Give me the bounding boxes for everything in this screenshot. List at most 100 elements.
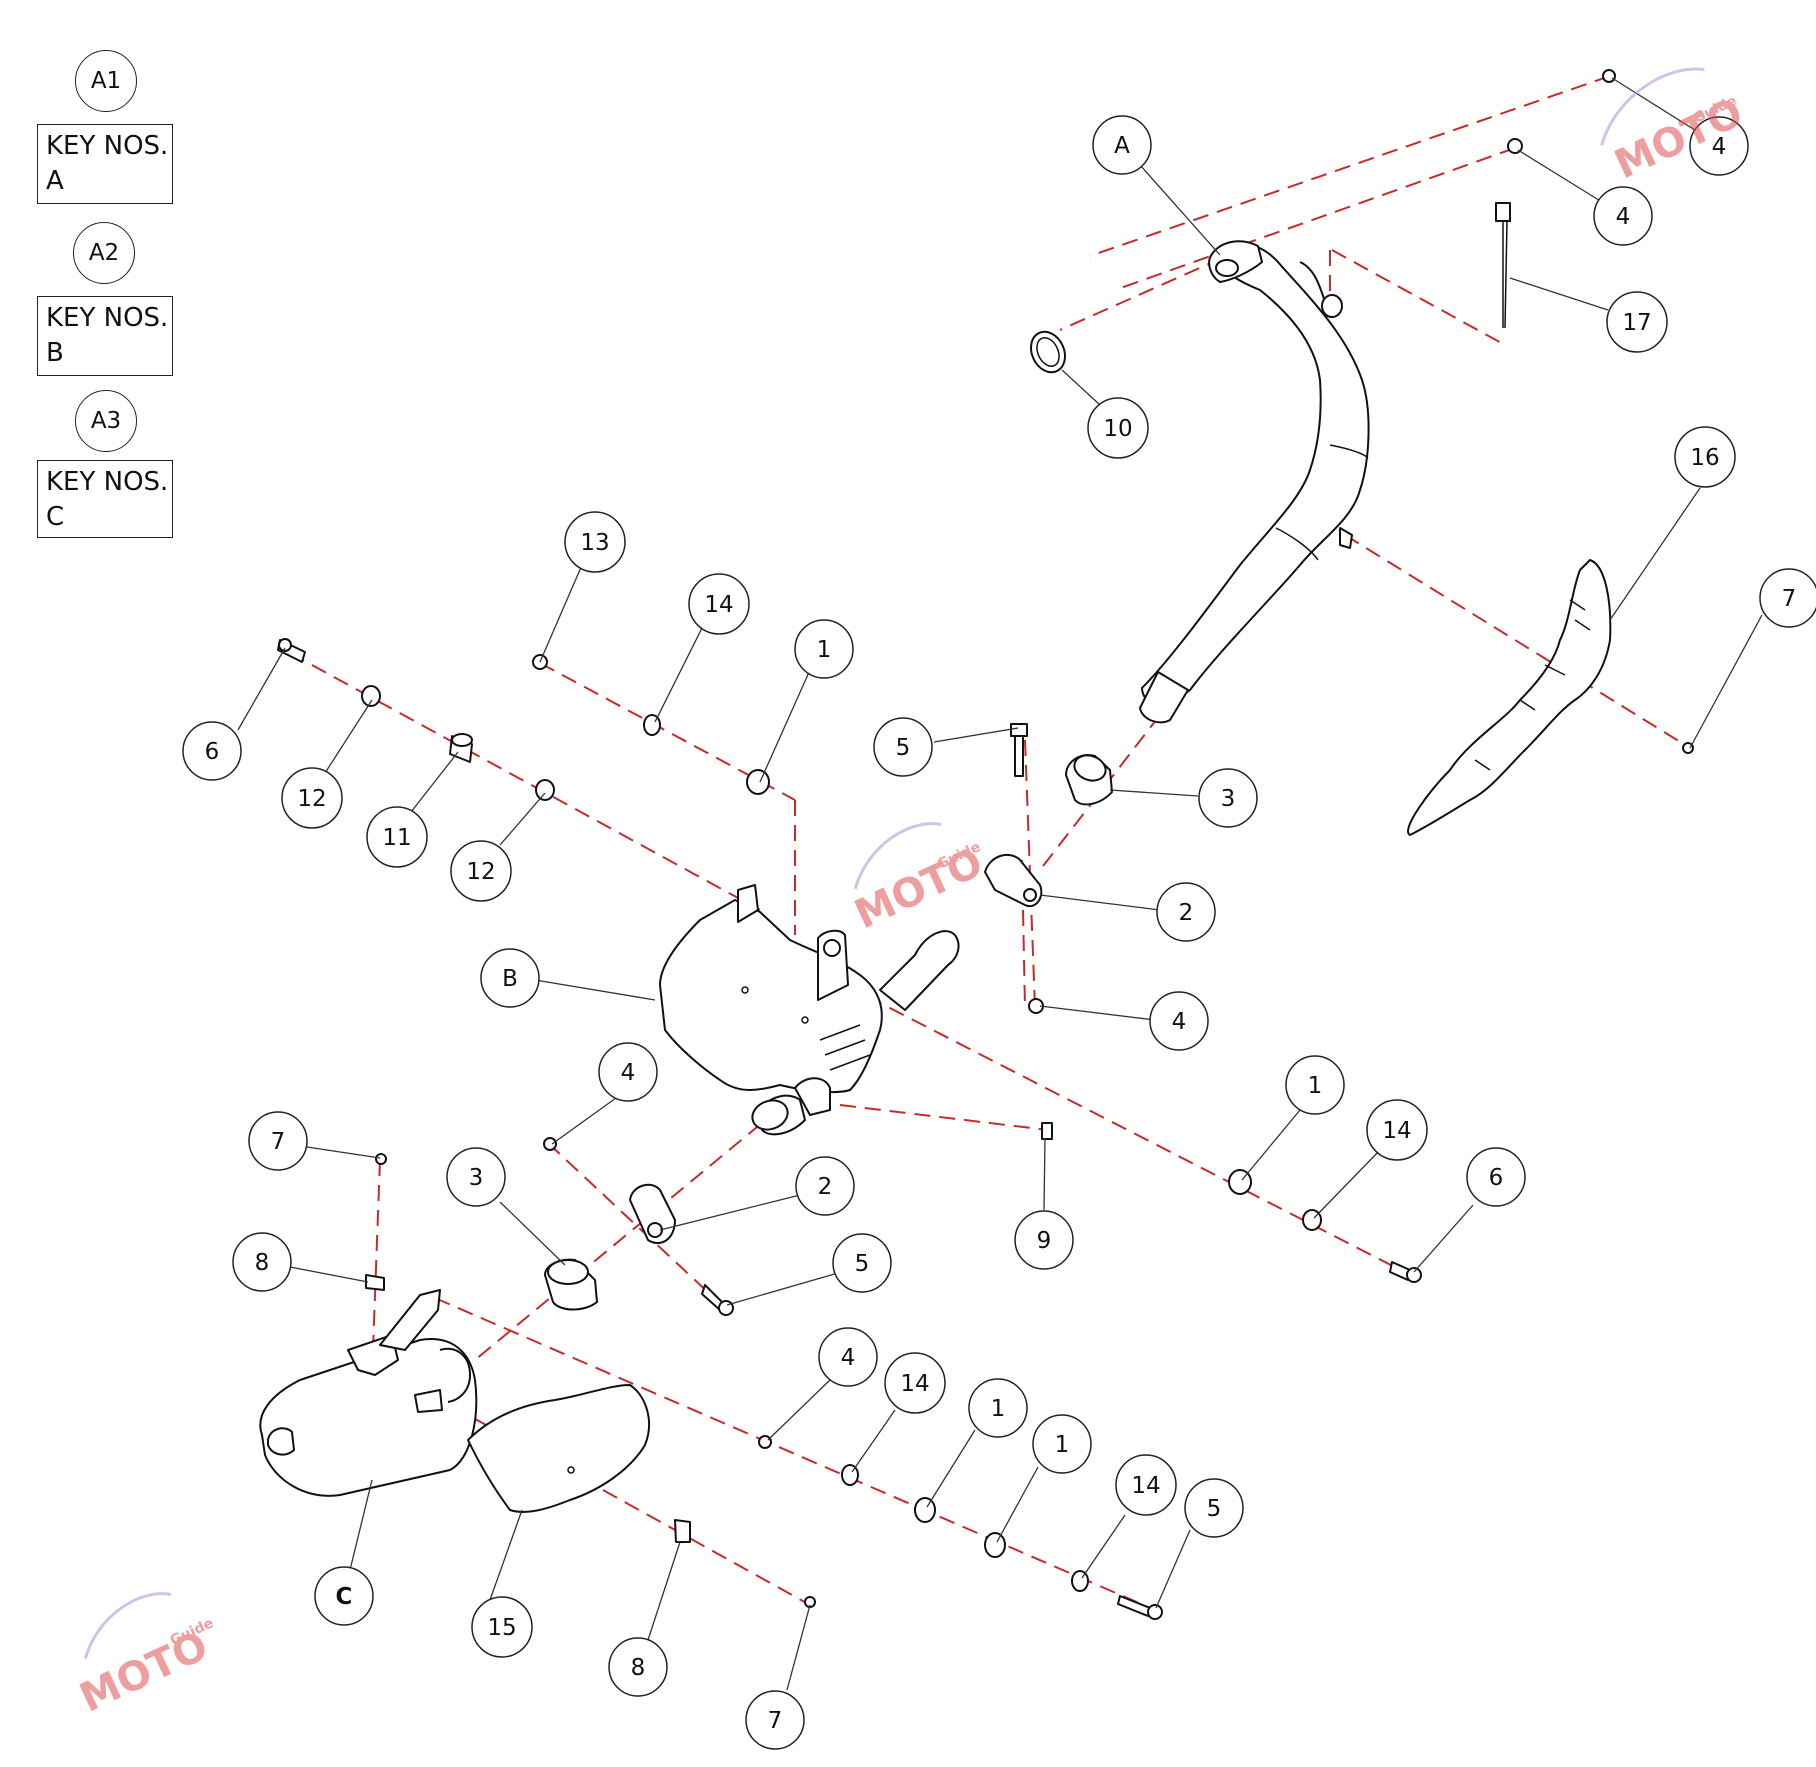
silencer-body-b [659,884,960,1094]
sleeve-3-upper [1065,754,1113,806]
callout-14b: 14 [1366,1099,1428,1161]
legend-box-a-line1: KEY NOS. [46,131,169,161]
callout-1d: 1 [1032,1414,1092,1474]
legend-box-c-line1: KEY NOS. [46,467,169,497]
callout-7c-label: 7 [768,1708,783,1734]
clip-8-lower [674,1519,691,1543]
callout-13-label: 13 [580,530,609,556]
nut-top-2 [1507,138,1523,154]
callout-B-label: B [502,966,518,992]
callout-4d: 4 [598,1042,658,1102]
legend-box-c: KEY NOS. C [37,460,173,538]
bolt-7-left [375,1153,387,1165]
legend-box-b-line2: B [46,338,64,368]
callout-1c-label: 1 [991,1396,1006,1422]
callout-5b: 5 [832,1233,892,1293]
callout-3b: 3 [446,1147,506,1207]
callout-5a: 5 [873,717,933,777]
callout-4c-label: 4 [1172,1009,1187,1035]
nut-top-1 [1602,69,1616,83]
callout-7b: 7 [248,1111,308,1171]
callout-1c: 1 [968,1378,1028,1438]
callout-1b-label: 1 [1308,1073,1323,1099]
callout-14d: 14 [1115,1454,1177,1516]
legend-circle-a1: A1 [75,50,137,112]
callout-7b-label: 7 [271,1129,286,1155]
callout-17: 17 [1606,291,1668,353]
callout-8a: 8 [232,1232,292,1292]
callout-8b-label: 8 [631,1655,646,1681]
callout-4e: 4 [818,1327,878,1387]
grommet-12-left-2 [535,779,555,801]
callout-14a-label: 14 [704,592,733,618]
callout-3a-label: 3 [1221,786,1236,812]
silencer-outlet [751,1077,831,1136]
callout-A-label: A [1114,133,1130,159]
legend-circle-a2: A2 [73,222,135,284]
callout-5a-label: 5 [896,735,911,761]
callout-5c: 5 [1184,1478,1244,1538]
header-pipe-a [1139,240,1370,724]
sleeve-3-lower [544,1258,598,1311]
callout-C: C [314,1566,374,1626]
bolt-6-right [1389,1261,1422,1283]
callout-2b-label: 2 [818,1174,833,1200]
callout-6b-label: 6 [1489,1165,1504,1191]
callout-1d-label: 1 [1055,1432,1070,1458]
callout-14c-label: 14 [900,1371,929,1397]
callout-12b: 12 [450,840,512,902]
leader-lines [237,77,1763,1691]
clamp-2-upper [984,853,1043,908]
callout-3b-label: 3 [469,1165,484,1191]
callout-12a: 12 [281,767,343,829]
callout-10-label: 10 [1103,416,1132,442]
callout-4b-label: 4 [1616,204,1631,230]
callout-15: 15 [471,1596,533,1658]
callout-5b-label: 5 [855,1251,870,1277]
callout-2a: 2 [1156,882,1216,942]
callout-5c-label: 5 [1207,1496,1222,1522]
callout-4e-label: 4 [841,1345,856,1371]
callout-7a: 7 [1759,568,1816,628]
bolt-5-stack [1117,1595,1163,1620]
clip-8-left [365,1274,385,1291]
bolt-6-left [277,638,306,663]
gasket-ring [1029,330,1067,374]
nut-4-stack [758,1435,772,1449]
callout-16-label: 16 [1690,445,1719,471]
callout-4c: 4 [1149,991,1209,1051]
callout-13: 13 [564,511,626,573]
callout-17-label: 17 [1622,310,1651,336]
bolt-5-upper [1010,723,1028,777]
legend-box-b-line1: KEY NOS. [46,303,169,333]
callout-16: 16 [1674,426,1736,488]
callout-B: B [480,948,540,1008]
legend-circle-a3: A3 [75,390,137,452]
callout-3a: 3 [1198,768,1258,828]
callout-A: A [1092,115,1152,175]
legend-box-a-line2: A [46,166,64,196]
spring-clip-9 [1041,1122,1053,1140]
callout-6b: 6 [1466,1147,1526,1207]
muffler-c [259,1289,478,1497]
washer-14-stack-2 [1071,1570,1089,1592]
callout-14a: 14 [688,573,750,635]
callout-8a-label: 8 [255,1250,270,1276]
callout-4a: 4 [1689,116,1749,176]
heat-shield-15 [467,1384,650,1513]
callout-14d-label: 14 [1131,1473,1160,1499]
legend-box-c-line2: C [46,502,65,532]
callout-9: 9 [1014,1210,1074,1270]
grommet-1-stack-1 [914,1497,936,1523]
callout-7c: 7 [745,1690,805,1750]
callout-2a-label: 2 [1179,900,1194,926]
callout-1b: 1 [1285,1055,1345,1115]
callout-7a-label: 7 [1782,586,1797,612]
callout-8b: 8 [608,1637,668,1697]
callout-15-label: 15 [487,1615,516,1641]
legend-box-b: KEY NOS. B [37,296,173,376]
callout-4a-label: 4 [1712,134,1727,160]
callout-11-label: 11 [382,825,411,851]
cable-tie [1495,202,1511,329]
watermark-center: MOTO Guide [848,822,990,938]
